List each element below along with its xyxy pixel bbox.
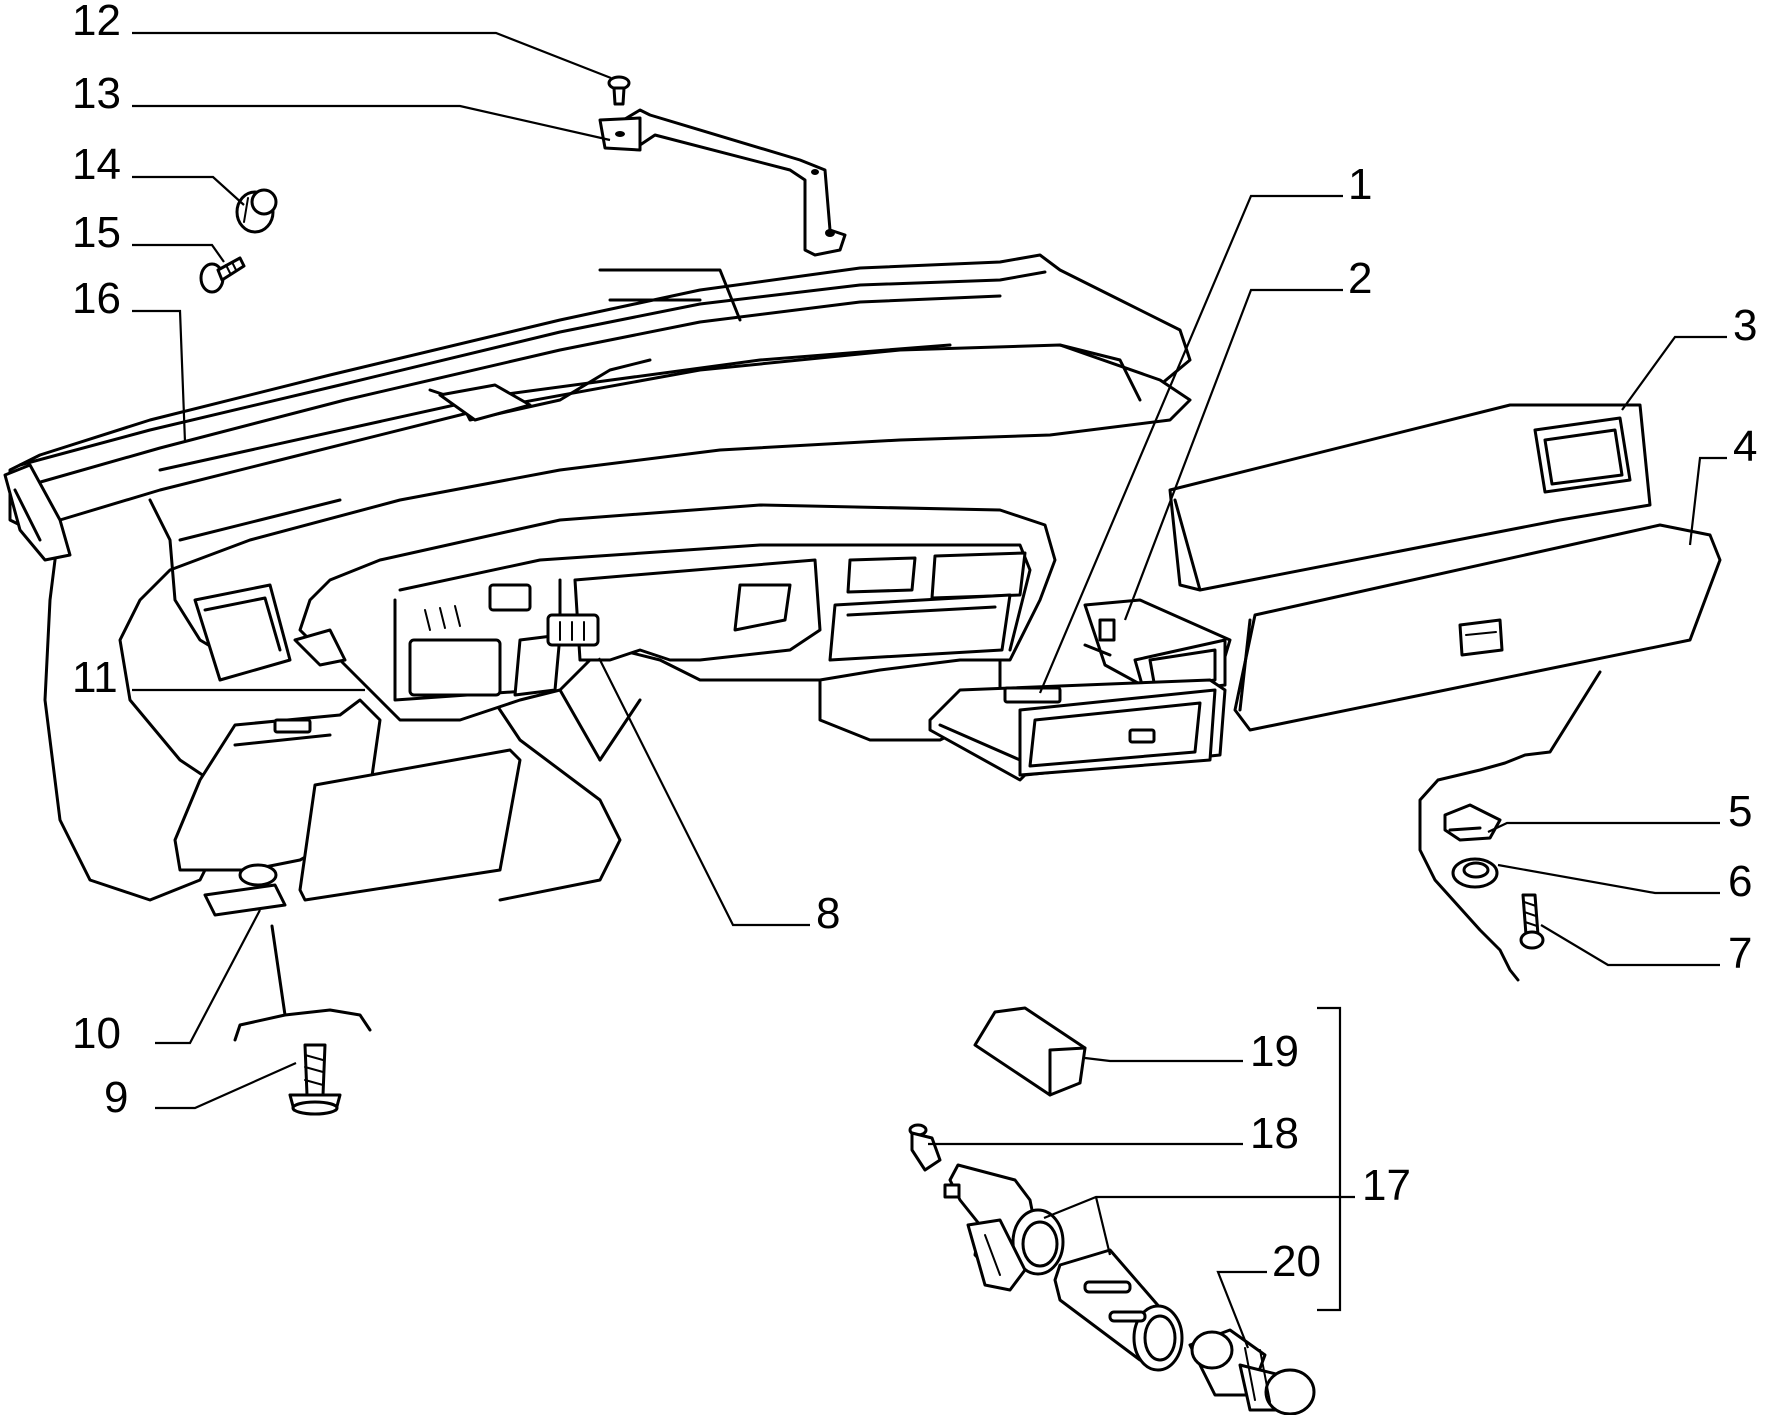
callout-labels: 12 13 14 15 16 11 10 9 8 1 2 3 4 5 6 7 1… xyxy=(72,0,1757,1286)
callout-12: 12 xyxy=(72,0,121,45)
callout-18: 18 xyxy=(1250,1109,1299,1158)
cap xyxy=(973,1006,1087,1097)
leader-19 xyxy=(1084,1056,1243,1063)
callout-6: 6 xyxy=(1728,857,1752,906)
detail-bracket-right xyxy=(1418,670,1602,982)
leader-2 xyxy=(1123,288,1343,621)
glovebox-lid xyxy=(1233,523,1722,732)
leader-3 xyxy=(1621,335,1727,411)
glovebox-frame xyxy=(1168,403,1652,592)
callout-17: 17 xyxy=(1362,1161,1411,1210)
leader-7 xyxy=(1540,924,1720,967)
callout-9: 9 xyxy=(104,1073,128,1122)
callout-15: 15 xyxy=(72,208,121,257)
clip xyxy=(1443,803,1502,842)
group-bracket xyxy=(1317,1006,1342,1312)
bulb xyxy=(908,1123,942,1172)
leader-17-b xyxy=(1094,1196,1112,1256)
leader-15 xyxy=(132,243,225,263)
callout-10: 10 xyxy=(72,1009,121,1058)
callout-13: 13 xyxy=(72,69,121,118)
leader-10 xyxy=(155,909,261,1045)
leader-12 xyxy=(132,31,612,80)
leader-20 xyxy=(1216,1270,1267,1349)
callout-20: 20 xyxy=(1272,1237,1321,1286)
callout-11: 11 xyxy=(72,653,118,702)
screw-15 xyxy=(199,256,246,294)
instrument-cluster-bezel xyxy=(293,503,1057,722)
lighter-sleeve xyxy=(1053,1248,1184,1372)
callout-2: 2 xyxy=(1348,254,1372,303)
screw-9 xyxy=(288,1043,342,1116)
grommet xyxy=(1451,857,1499,889)
screw-12 xyxy=(607,75,631,106)
callout-16: 16 xyxy=(72,274,121,323)
leader-1 xyxy=(1038,194,1343,694)
leader-13 xyxy=(132,104,611,142)
leader-8 xyxy=(598,657,810,927)
leader-6 xyxy=(1497,863,1720,895)
console-pocket xyxy=(928,678,1227,782)
bracket xyxy=(598,108,847,257)
leader-14 xyxy=(132,175,245,206)
callout-7: 7 xyxy=(1728,929,1752,978)
callout-8: 8 xyxy=(816,889,840,938)
lighter-socket xyxy=(943,1163,1065,1292)
lower-trim-panel xyxy=(173,698,522,917)
callout-14: 14 xyxy=(72,140,121,189)
lighter-plug xyxy=(1188,1328,1316,1415)
callout-4: 4 xyxy=(1733,422,1757,471)
screw-7 xyxy=(1519,893,1545,950)
leader-5 xyxy=(1487,821,1720,833)
dashboard-body xyxy=(8,253,1192,902)
detail-bracket-lower xyxy=(233,924,372,1042)
leader-16 xyxy=(132,309,187,443)
callout-19: 19 xyxy=(1250,1027,1299,1076)
callout-5: 5 xyxy=(1728,787,1752,836)
leader-lines xyxy=(132,31,1727,1349)
callout-1: 1 xyxy=(1348,160,1372,209)
leader-9 xyxy=(155,1061,297,1110)
callout-3: 3 xyxy=(1733,301,1757,350)
leader-4 xyxy=(1688,456,1727,546)
dashboard-end-cap xyxy=(3,463,72,562)
leader-17 xyxy=(1043,1195,1355,1220)
clip-nut xyxy=(235,188,278,234)
